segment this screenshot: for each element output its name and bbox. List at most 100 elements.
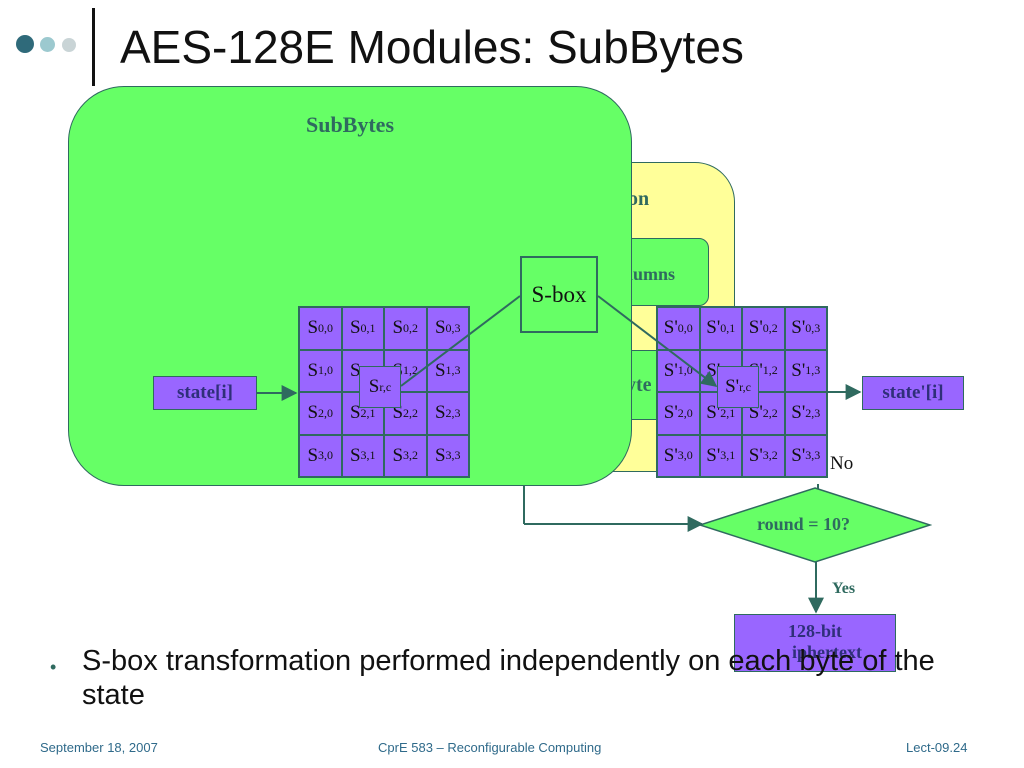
output-grid-cell-index: 1,2 [762, 363, 778, 378]
output-grid-cell: S'2,3 [784, 392, 827, 435]
input-grid-cell-index: 0,1 [360, 320, 376, 335]
input-grid-cell-prefix: S [349, 402, 361, 424]
output-grid-cell: S'0,3 [784, 307, 827, 350]
footer-course: CprE 583 – Reconfigurable Computing [378, 740, 602, 755]
ciphertext-line2: iphertext [792, 642, 862, 662]
output-grid-cell-prefix: S' [791, 317, 806, 339]
output-grid-cell-index: 3,2 [762, 448, 778, 463]
input-grid-cell-prefix: S [434, 359, 446, 381]
slide-title: AES-128E Modules: SubBytes [120, 21, 744, 73]
output-grid-cell: S'1,3 [784, 349, 827, 392]
output-grid-cell: S'3,3 [784, 434, 827, 477]
yes-label: Yes [832, 580, 856, 597]
output-grid-cell-index: 2,1 [720, 405, 736, 420]
input-grid-cell-prefix: S [307, 359, 319, 381]
output-grid-cell: S'0,2 [742, 307, 785, 350]
bullet-text: S-box transformation performed independe… [82, 645, 935, 711]
sbox-block: S-box [520, 256, 598, 333]
input-grid-cell-index: 0,0 [318, 320, 334, 335]
output-state-box: state'[i] [862, 376, 964, 410]
output-grid-cell-index: 1,0 [677, 363, 693, 378]
input-grid-cell-prefix: S [434, 317, 446, 339]
output-selected-byte: S'r,c [717, 366, 759, 408]
output-grid-cell-prefix: S' [706, 402, 721, 424]
output-grid-cell-prefix: S' [791, 402, 806, 424]
output-grid-cell-prefix: S' [706, 444, 721, 466]
input-grid-cell-index: 2,2 [403, 405, 419, 420]
input-grid-cell-index: 0,2 [403, 320, 419, 335]
input-grid-cell-prefix: S [392, 317, 404, 339]
decision-diamond [698, 487, 932, 563]
ciphertext-line1: 128-bit [788, 621, 842, 641]
input-grid-cell-index: 1,3 [445, 363, 461, 378]
output-grid-cell-index: 2,2 [762, 405, 778, 420]
output-state-grid: S'0,0S'0,1S'0,2S'0,3S'1,0S'1,1S'1,2S'1,3… [656, 306, 828, 478]
footer-lecture: Lect-09.24 [906, 740, 968, 755]
output-grid-cell-prefix: S' [706, 317, 721, 339]
input-grid-cell-prefix: S [349, 359, 361, 381]
input-grid-cell-index: 3,1 [360, 448, 376, 463]
output-grid-cell-index: 0,3 [805, 320, 821, 335]
output-grid-cell-index: 3,3 [805, 448, 821, 463]
input-grid-cell-index: 2,3 [445, 405, 461, 420]
output-grid-cell: S'0,0 [657, 307, 700, 350]
input-grid-cell-index: 1,2 [403, 363, 419, 378]
output-grid-cell-index: 0,1 [720, 320, 736, 335]
bullet-marker: • [50, 657, 57, 677]
input-grid-cell-index: 1,0 [318, 363, 334, 378]
input-grid-cell-prefix: S [307, 402, 319, 424]
output-grid-cell-prefix: S' [791, 359, 806, 381]
input-grid-cell-prefix: S [434, 402, 446, 424]
input-grid-cell-index: 2,0 [318, 405, 334, 420]
output-grid-cell-prefix: S' [663, 402, 678, 424]
output-grid-cell-index: 3,0 [677, 448, 693, 463]
output-grid-cell-prefix: S' [663, 444, 678, 466]
background-mixcolumns-label: lumns [628, 264, 676, 284]
output-grid-cell-prefix: S' [791, 444, 806, 466]
output-grid-cell-prefix: S' [663, 317, 678, 339]
input-grid-cell-prefix: S [307, 317, 319, 339]
input-state-box: state[i] [153, 376, 257, 410]
footer-date: September 18, 2007 [40, 740, 158, 755]
ciphertext-box: 128-bit iphertext [734, 614, 896, 672]
output-grid-cell: S'3,0 [657, 434, 700, 477]
output-grid-cell-index: 2,3 [805, 405, 821, 420]
input-grid-cell-index: 3,0 [318, 448, 334, 463]
input-grid-cell-prefix: S [349, 317, 361, 339]
output-grid-cell-prefix: S' [748, 444, 763, 466]
output-grid-cell-index: 2,0 [677, 405, 693, 420]
output-grid-cell: S'3,2 [742, 434, 785, 477]
no-label: No [830, 453, 854, 474]
input-grid-cell-prefix: S [392, 402, 404, 424]
input-grid-cell-index: 0,3 [445, 320, 461, 335]
background-subbytes-label: yte [626, 374, 652, 396]
input-grid-cell-index: 3,3 [445, 448, 461, 463]
output-grid-cell-index: 0,2 [762, 320, 778, 335]
output-grid-cell: S'3,1 [699, 434, 742, 477]
input-grid-cell-prefix: S [307, 444, 319, 466]
output-grid-cell: S'2,0 [657, 392, 700, 435]
input-state-grid: S0,0S0,1S0,2S0,3S1,0S1,1S1,2S1,3S2,0S2,1… [298, 306, 470, 478]
input-grid-cell-index: 2,1 [360, 405, 376, 420]
output-grid-cell: S'0,1 [699, 307, 742, 350]
output-grid-cell-index: 0,0 [677, 320, 693, 335]
input-grid-cell-prefix: S [349, 444, 361, 466]
output-selected-prefix: S' [725, 376, 740, 397]
input-grid-cell-prefix: S [434, 444, 446, 466]
output-grid-cell-prefix: S' [663, 359, 678, 381]
decision-label: round = 10? [757, 514, 850, 534]
background-round-label: on [628, 188, 650, 210]
title-divider [92, 8, 95, 86]
